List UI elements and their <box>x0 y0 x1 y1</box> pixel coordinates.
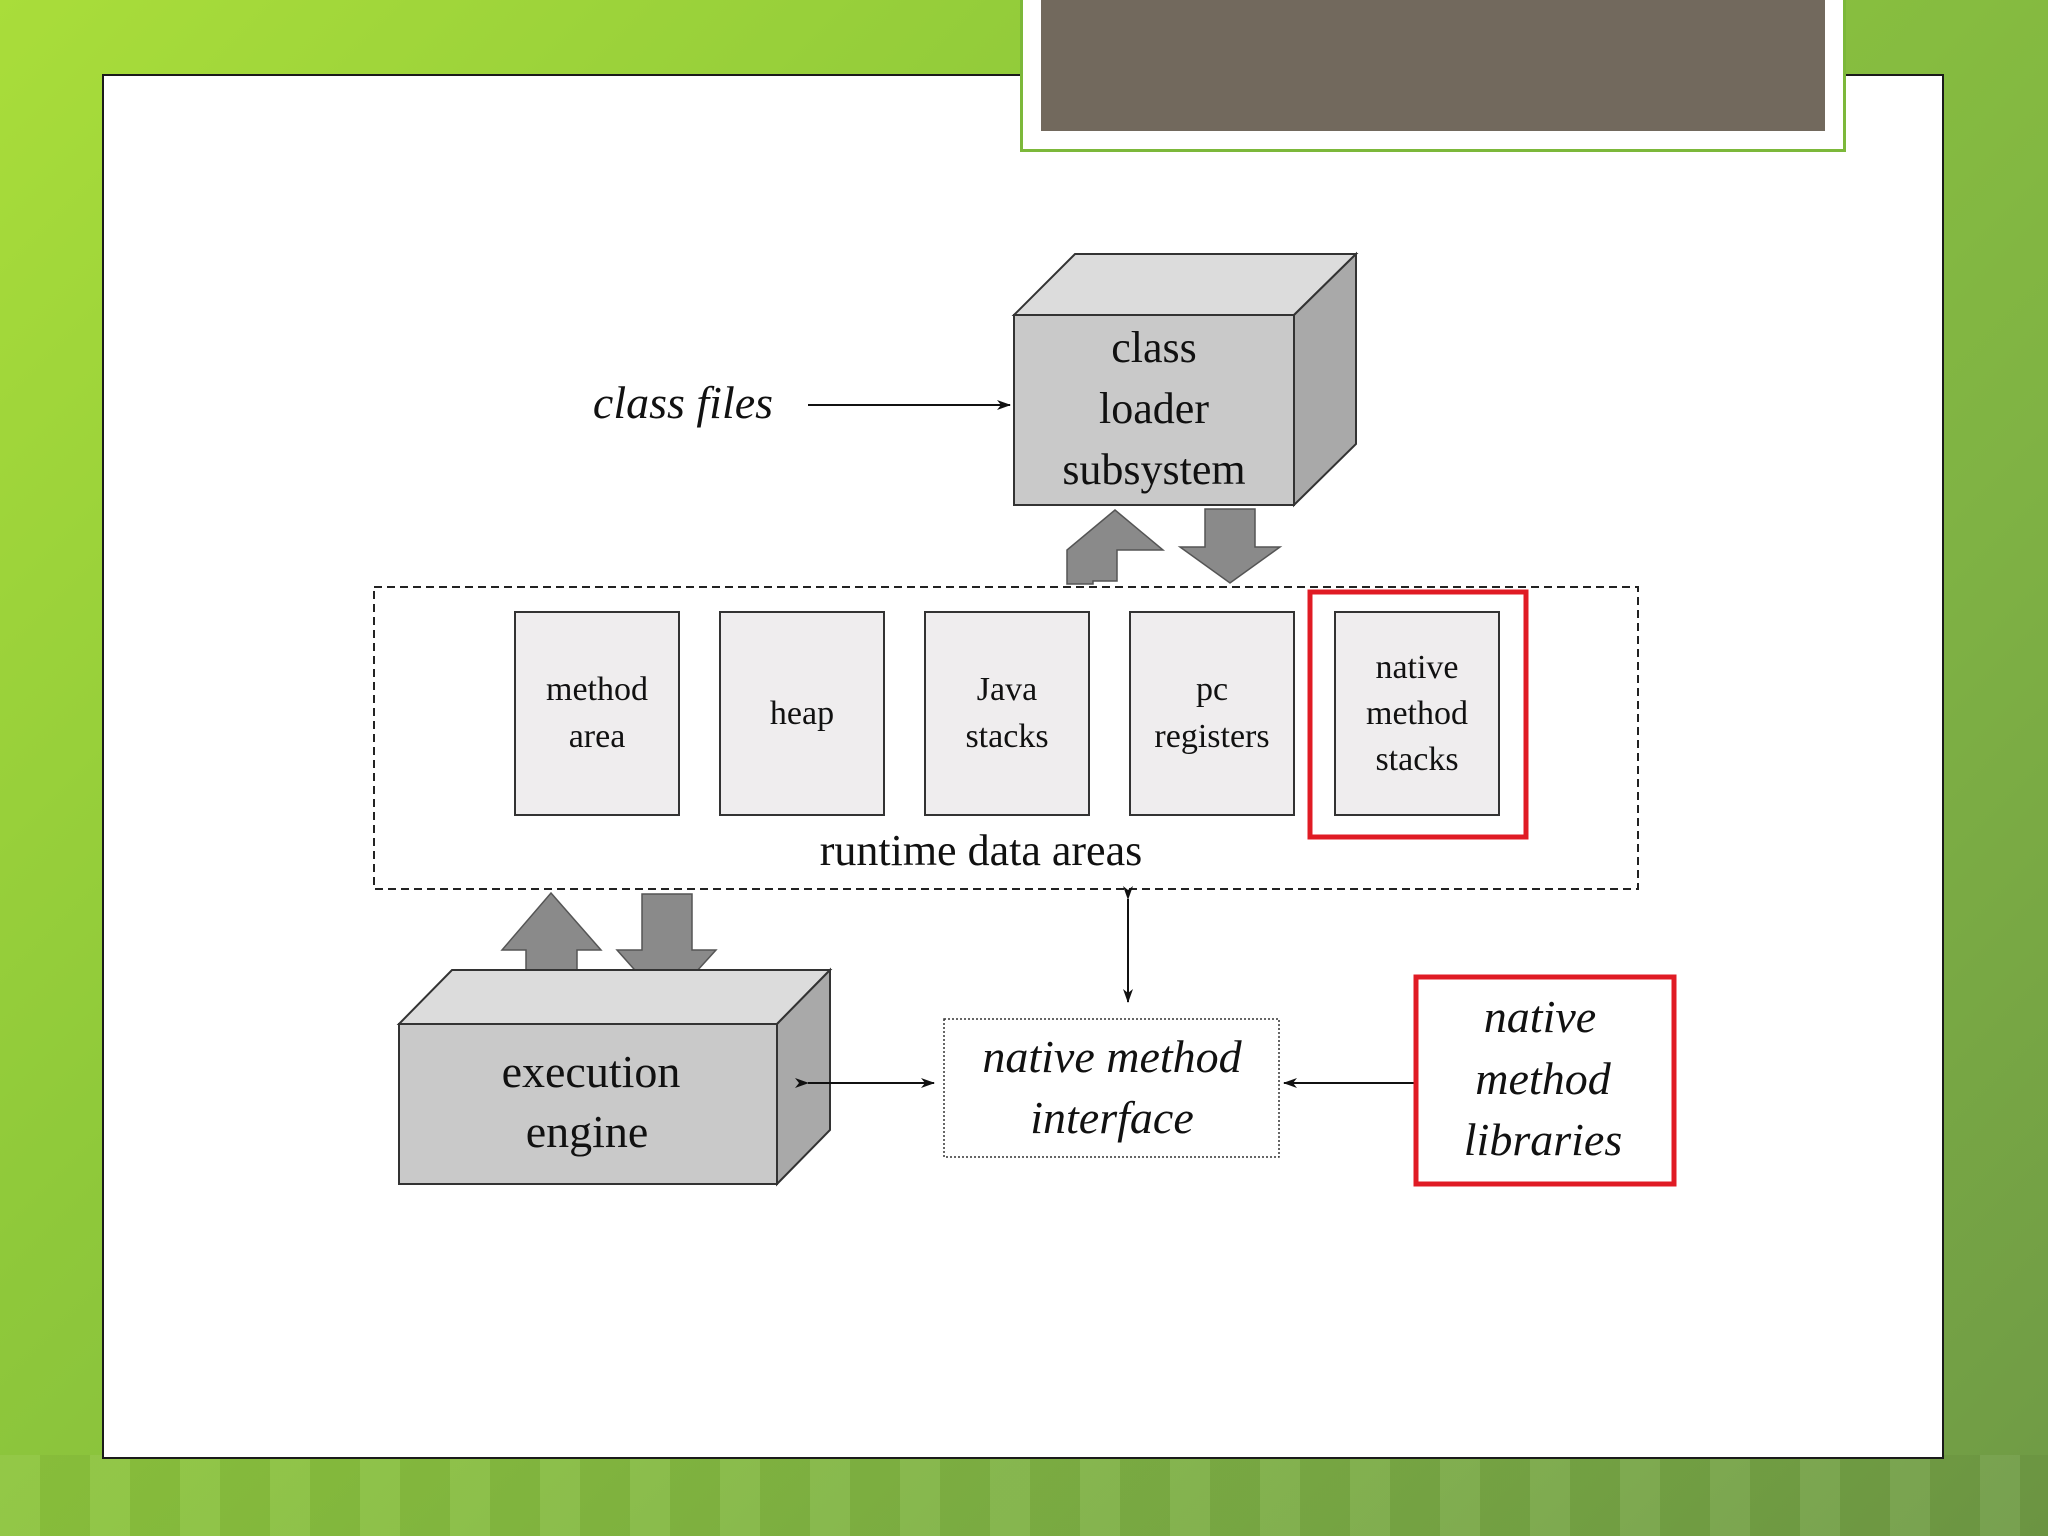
background-stripe <box>0 1455 2048 1536</box>
class-loader-front-face <box>1013 314 1295 506</box>
runtime-data-areas-label: runtime data areas <box>820 826 1143 875</box>
class-loader-subsystem-box: class loader subsystem <box>1011 251 1359 508</box>
class-files-label: class files <box>593 377 773 428</box>
heap-label: heap <box>770 695 834 732</box>
class-loader-line-1: class <box>1111 323 1197 372</box>
execution-engine-line-1: execution <box>502 1046 681 1097</box>
block-arrow-down-from-class-loader <box>1177 508 1283 584</box>
title-placeholder[interactable] <box>1020 0 1846 152</box>
native-method-libraries-box: native method libraries <box>1413 974 1677 1187</box>
class-loader-line-3: subsystem <box>1062 445 1245 494</box>
native-method-libraries-line-2: method <box>1475 1053 1611 1104</box>
runtime-area-heap: heap <box>719 611 885 816</box>
native-method-libraries-line-1: native <box>1484 991 1596 1042</box>
runtime-area-method-area: method area <box>514 611 680 816</box>
native-method-stacks-line-2: method <box>1366 695 1468 732</box>
execution-engine-line-2: engine <box>526 1106 649 1157</box>
pc-registers-line-2: registers <box>1154 718 1269 755</box>
execution-engine-box: execution engine <box>396 967 833 1187</box>
runtime-area-java-stacks: Java stacks <box>924 611 1090 816</box>
pc-registers-line-1: pc <box>1196 671 1228 708</box>
method-area-line-2: area <box>569 718 626 755</box>
runtime-area-native-method-stacks: native method stacks <box>1334 611 1500 816</box>
java-stacks-line-1: Java <box>977 671 1037 708</box>
highlight-native-method-stacks <box>1307 589 1529 840</box>
runtime-data-areas-container <box>373 586 1639 890</box>
method-area-line-1: method <box>546 671 648 708</box>
java-stacks-line-2: stacks <box>965 718 1048 755</box>
native-method-interface-box: native method interface <box>943 1018 1280 1158</box>
native-method-stacks-line-1: native <box>1375 649 1458 686</box>
class-loader-line-2: loader <box>1099 384 1209 433</box>
native-method-interface-line-2: interface <box>1030 1092 1194 1143</box>
native-method-libraries-line-3: libraries <box>1464 1114 1622 1165</box>
runtime-area-pc-registers: pc registers <box>1129 611 1295 816</box>
title-bar <box>1041 0 1825 131</box>
native-method-interface-line-1: native method <box>982 1031 1242 1082</box>
block-arrow-up-to-class-loader <box>1066 509 1166 585</box>
execution-engine-top-face <box>396 969 833 1025</box>
native-method-stacks-line-3: stacks <box>1375 741 1458 778</box>
execution-engine-front-face <box>398 1023 778 1185</box>
